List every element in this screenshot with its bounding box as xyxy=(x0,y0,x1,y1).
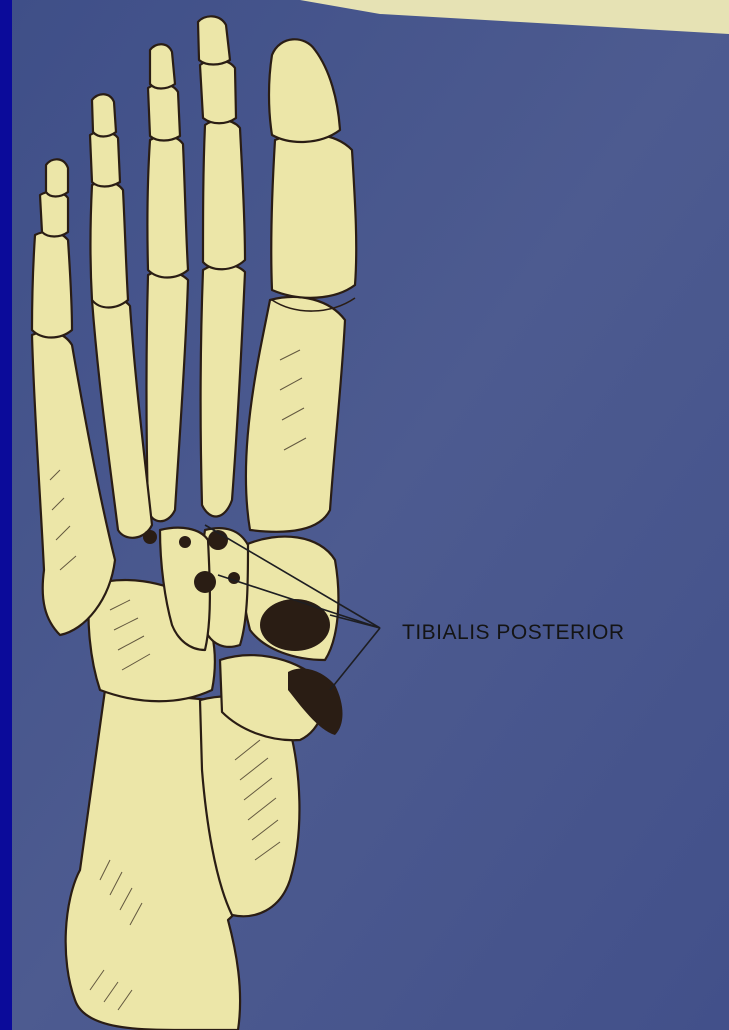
insertion-spot-4 xyxy=(143,530,157,544)
anatomy-photo: TIBIALIS POSTERIOR xyxy=(12,0,729,1030)
toe2-distal-phalanx xyxy=(198,16,230,64)
foot-diagram xyxy=(12,0,729,1030)
toe5-distal-phalanx xyxy=(46,159,68,196)
toe3-middle-phalanx xyxy=(148,84,180,141)
insertion-spot-3 xyxy=(179,536,191,548)
toe4-middle-phalanx xyxy=(90,132,120,187)
insertion-spot-2 xyxy=(194,571,216,593)
tibialis-posterior-label: TIBIALIS POSTERIOR xyxy=(402,621,625,645)
toe3-proximal-phalanx xyxy=(147,136,188,278)
toe5-proximal-phalanx xyxy=(32,232,72,338)
toe3-distal-phalanx xyxy=(150,44,175,88)
toe2-middle-phalanx xyxy=(200,60,236,123)
insertion-spot-large-medial xyxy=(260,599,330,651)
toe4-proximal-phalanx xyxy=(91,182,129,308)
toe4-distal-phalanx xyxy=(92,94,116,136)
toe5-middle-phalanx xyxy=(40,192,68,237)
hallux-proximal-phalanx xyxy=(271,134,356,298)
toe2-proximal-phalanx xyxy=(203,120,245,269)
